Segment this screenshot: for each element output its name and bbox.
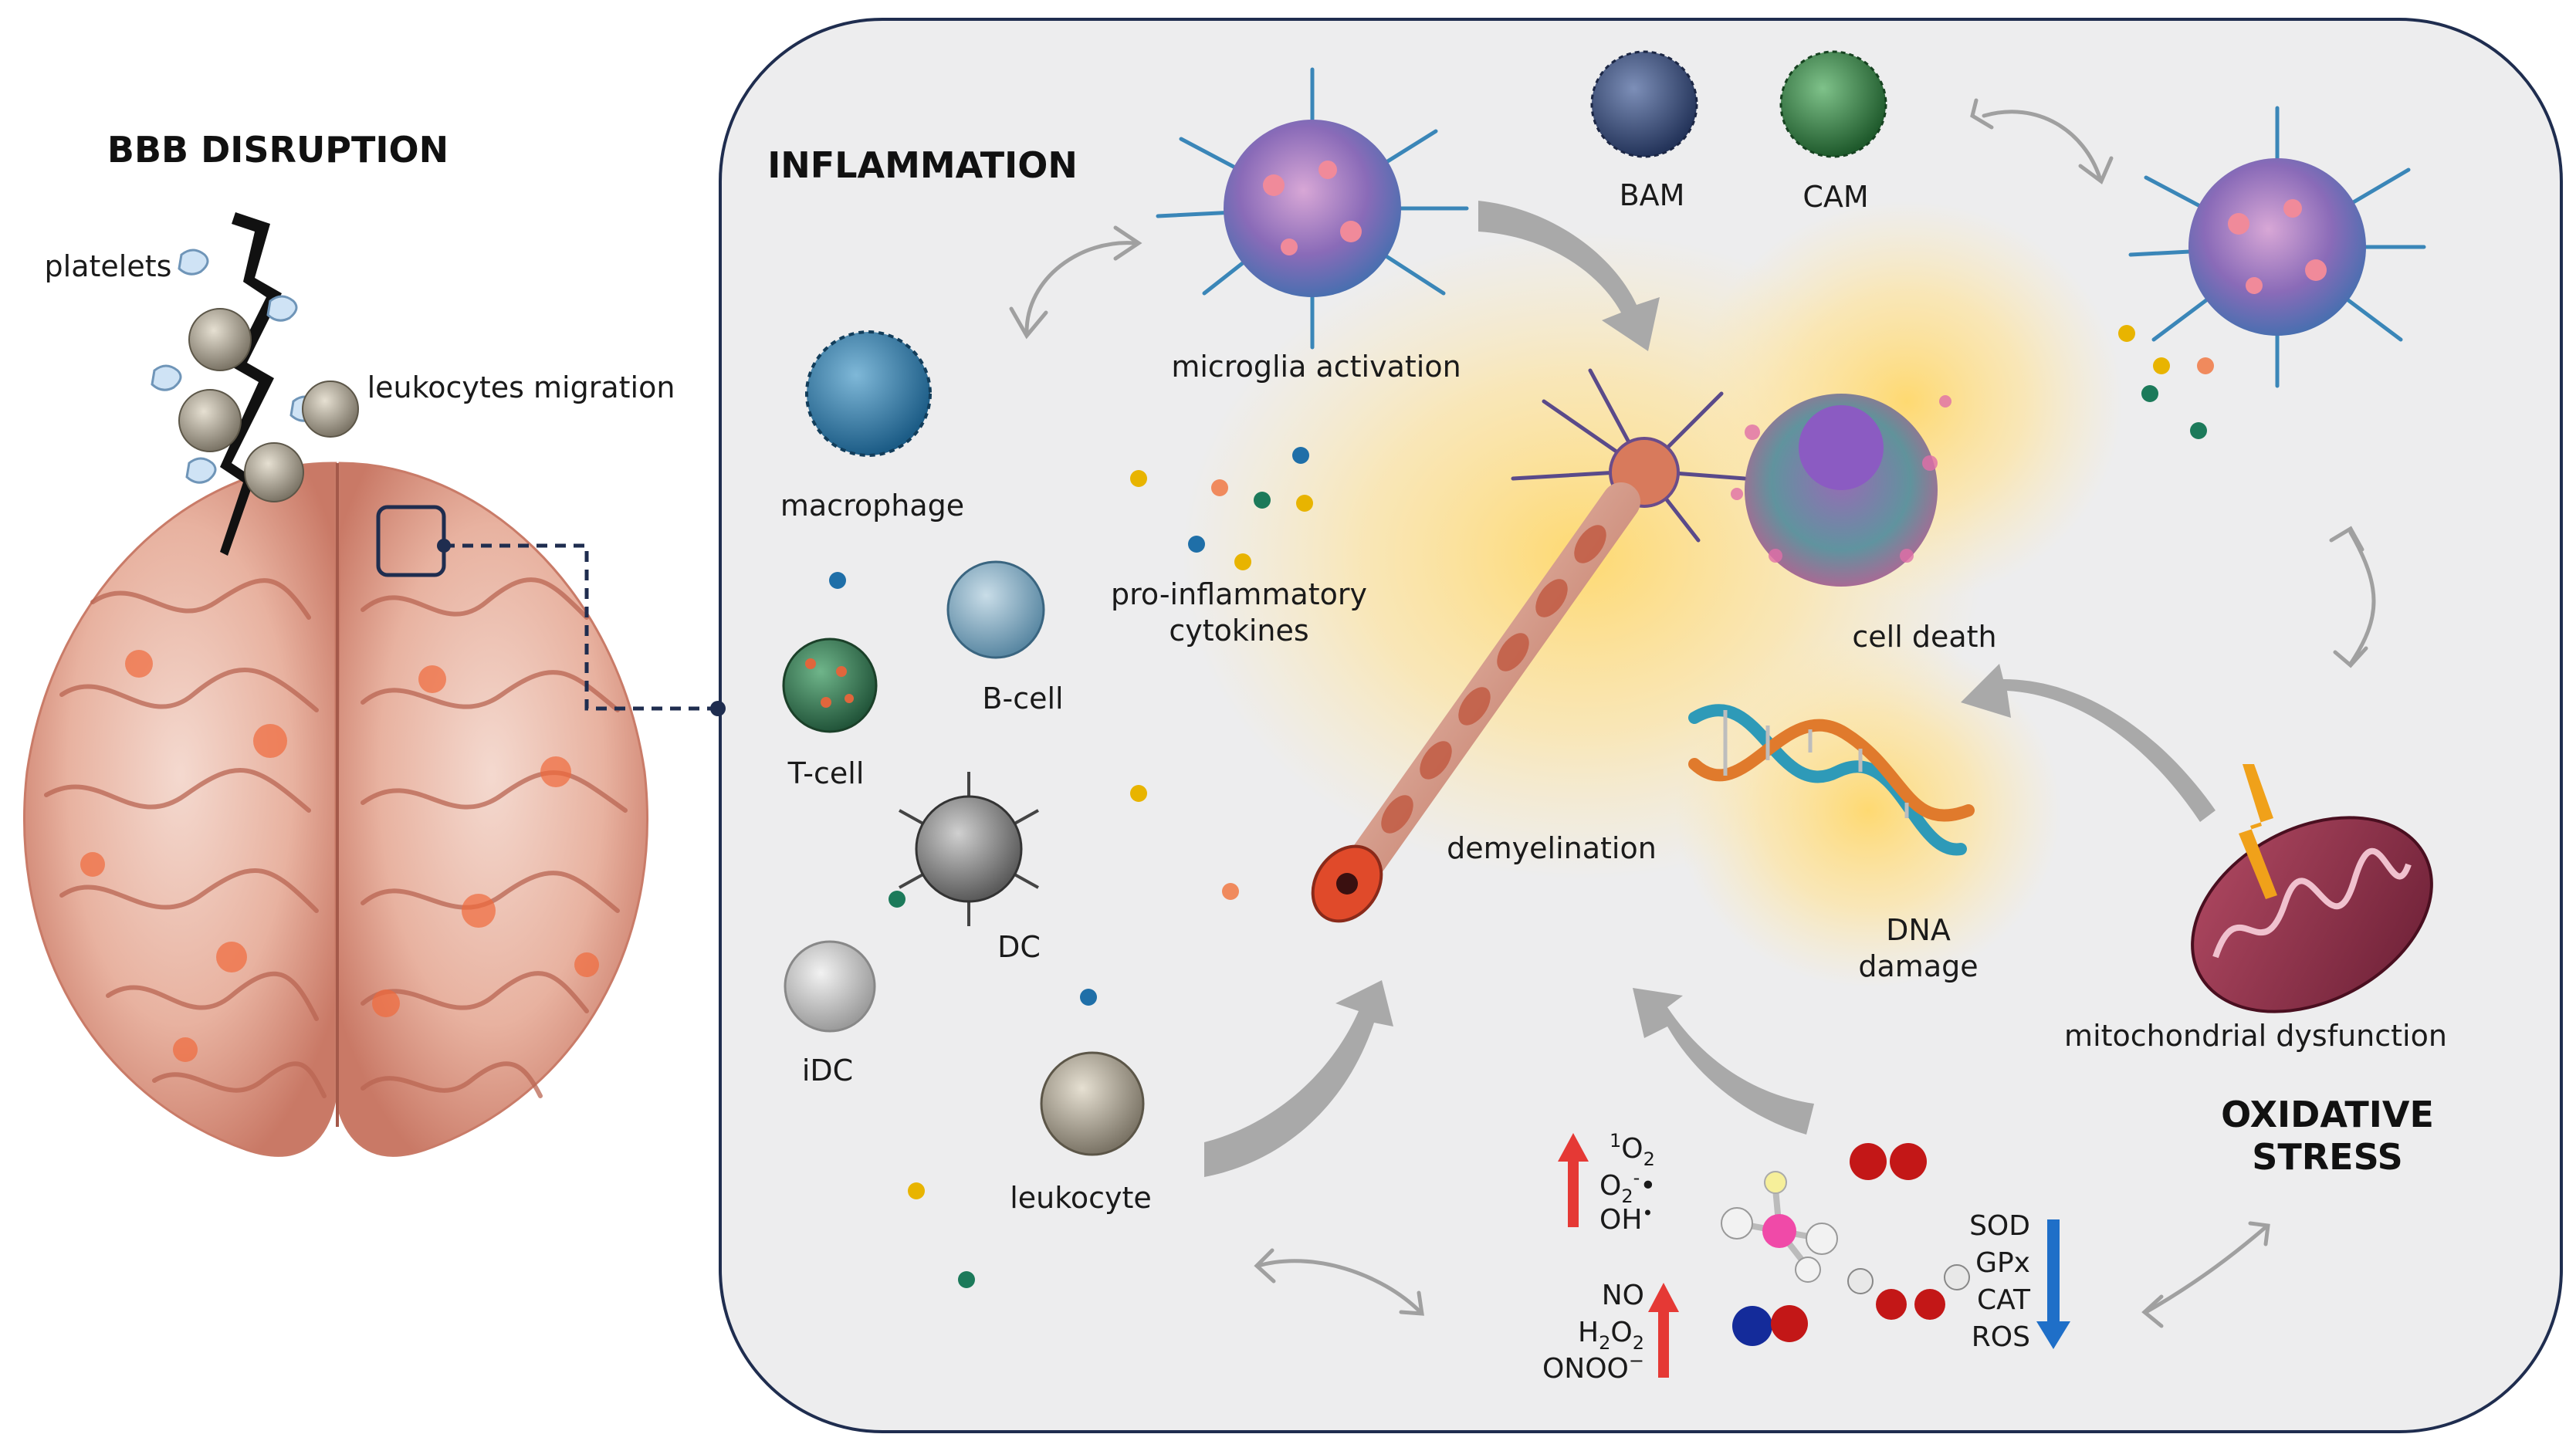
nitric-oxide-label: NO [1602,1280,1644,1311]
b-cell-label: B-cell [982,682,1063,715]
increase-arrow-2 [1648,1283,1679,1378]
bbb-crack [220,212,282,556]
panel-anchor-dot [710,701,726,716]
mitochondrion [2191,764,2433,1013]
cytokine-dots [829,325,2214,1288]
mitochondrial-dysfunction-label: mitochondrial dysfunction [2064,1019,2447,1053]
cam-label: CAM [1803,180,1868,214]
platelets-label: platelets [45,249,172,283]
antioxidant-item: GPx [1975,1247,2030,1279]
oxidative-stress-heading-2: STRESS [2252,1136,2403,1178]
microglia-cell [1156,67,1469,350]
bbb-disruption-heading: BBB DISRUPTION [107,129,449,171]
idc-label: iDC [802,1054,853,1087]
macrophage-cell [805,330,932,457]
t-cell [782,638,878,733]
demyelinating-neuron [1311,368,1747,923]
idc-cell [784,940,876,1033]
cell-death-label: cell death [1852,620,1996,654]
t-cell-label: T-cell [787,756,865,790]
macrophage-label: macrophage [780,489,964,523]
migrating-leukocytes [178,308,359,502]
zoom-connector [444,543,718,711]
antioxidant-list: SOD GPx CAT ROS [1969,1210,2031,1353]
ros-molecules [1721,1143,1970,1346]
antioxidant-item: SOD [1969,1210,2030,1242]
bam-label: BAM [1620,178,1685,212]
inflammation-heading: INFLAMMATION [767,144,1078,186]
leukocytes-migration-label: leukocytes migration [367,370,675,404]
demyelination-label: demyelination [1447,831,1657,865]
bam-cell [1590,50,1698,158]
singlet-oxygen-label: 1O2 [1610,1130,1655,1170]
antioxidant-item: ROS [1972,1321,2030,1353]
dna-helix [1688,704,1975,856]
peroxynitrite-label: ONOO− [1542,1350,1644,1385]
big-arrows [1204,201,2215,1177]
cam-cell [1779,50,1887,158]
brain-illustration [23,462,648,1157]
leukocyte-label: leukocyte [1010,1181,1152,1215]
increase-arrow-1 [1558,1133,1589,1227]
cytokines-label-2: cytokines [1169,614,1308,648]
cytokines-label-1: pro-inflammatory [1111,577,1367,611]
microglia-activation-label: microglia activation [1171,350,1461,384]
dna-damage-label-1: DNA [1886,913,1951,947]
oxidative-stress-heading-1: OXIDATIVE [2221,1094,2434,1135]
hydroxyl-label: OH• [1599,1202,1654,1236]
superoxide-label: O2-• [1599,1167,1657,1207]
platelets-cluster [151,249,321,484]
decrease-arrow [2036,1219,2070,1349]
dying-cell [1731,394,1951,587]
dc-label: DC [997,930,1041,964]
dc-cell [899,772,1039,926]
b-cell [946,560,1045,659]
dna-damage-label-2: damage [1858,949,1978,983]
hydrogen-peroxide-label: H2O2 [1578,1317,1644,1354]
leukocyte-cell [1040,1051,1145,1156]
microglia-cell-activated [2128,106,2426,388]
double-arrows [1009,98,2376,1328]
antioxidant-item: CAT [1977,1284,2031,1316]
